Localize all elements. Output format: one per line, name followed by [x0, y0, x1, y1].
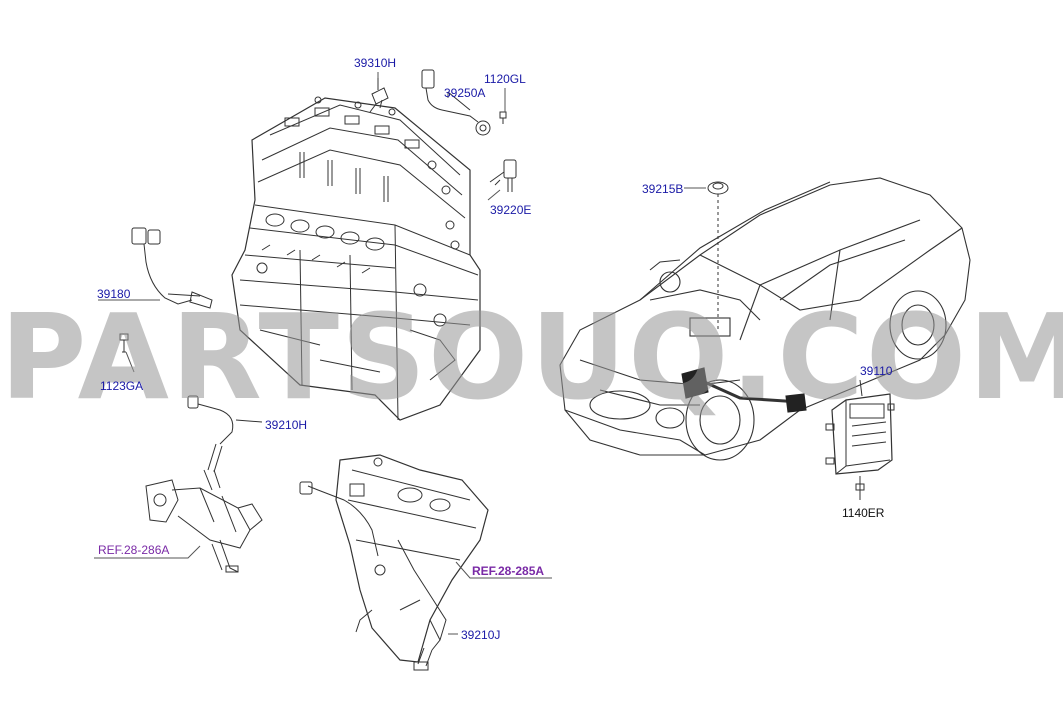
- sensor-39250a-illustration: [421, 69, 491, 136]
- part-label-39110[interactable]: 39110: [860, 364, 893, 378]
- ref-link-28-286a[interactable]: REF.28-286A: [98, 543, 170, 557]
- ref-link-28-285a[interactable]: REF.28-285A: [472, 564, 545, 578]
- car-illustration: [559, 177, 971, 461]
- part-label-39310h[interactable]: 39310H: [354, 56, 397, 70]
- engine-block-illustration: [231, 96, 481, 421]
- sensor-39310h-illustration: [369, 76, 389, 113]
- sensor-39210h-illustration: [187, 395, 263, 491]
- part-label-39180[interactable]: 39180: [97, 287, 131, 301]
- part-label-1140er[interactable]: 1140ER: [842, 506, 885, 520]
- ecu-39110-illustration: [825, 379, 895, 500]
- part-label-39220e[interactable]: 39220E: [490, 203, 532, 217]
- part-label-39210j[interactable]: 39210J: [461, 628, 501, 642]
- sensor-39210j-illustration: [397, 539, 458, 671]
- part-label-39215b[interactable]: 39215B: [642, 182, 684, 196]
- part-label-39250a[interactable]: 39250A: [444, 86, 486, 100]
- exhaust-manifold-illustration: [299, 454, 489, 663]
- bolt-1123ga-illustration: [119, 333, 129, 353]
- leader-lines: [94, 72, 706, 635]
- grommet-39215b-illustration: [690, 181, 729, 332]
- sensor-39180-illustration: [131, 227, 213, 309]
- catalytic-converter-illustration: [145, 479, 263, 573]
- part-label-1120gl[interactable]: 1120GL: [484, 72, 526, 86]
- sensor-39220e-illustration: [489, 159, 517, 192]
- part-label-39210h[interactable]: 39210H: [265, 418, 308, 432]
- part-label-1123ga[interactable]: 1123GA: [100, 379, 144, 393]
